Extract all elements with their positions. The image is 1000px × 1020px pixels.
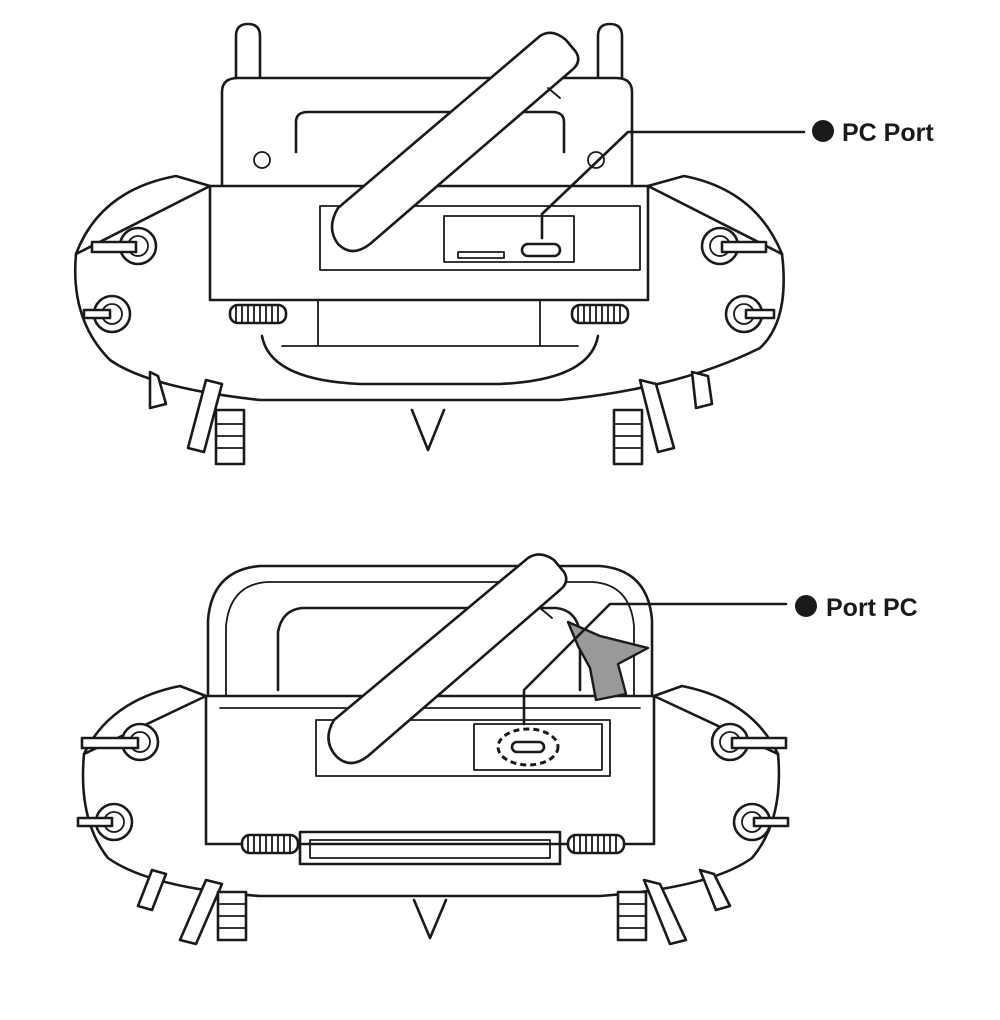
callout-leader [540, 130, 806, 240]
rotate-arrow-icon [566, 620, 650, 702]
callout-pc-port: PC Port [842, 119, 934, 147]
right-dial-icon [566, 833, 626, 855]
left-dial-icon [240, 833, 300, 855]
right-dial-icon [570, 303, 630, 325]
port-highlight [496, 727, 560, 767]
bullet-icon [812, 120, 834, 142]
screw-icon [253, 151, 271, 169]
port-panel [319, 205, 641, 271]
controller-top-view: PC Port [73, 22, 934, 466]
right-antenna [596, 22, 624, 82]
pc-port-connector [520, 242, 562, 258]
port-panel [315, 719, 611, 777]
controller-body [81, 694, 781, 898]
left-dial-icon [228, 303, 288, 325]
right-grip-icon [612, 408, 644, 466]
left-antenna [234, 22, 262, 82]
folded-antenna [330, 31, 580, 253]
port-cover [473, 723, 603, 771]
folded-antenna [327, 553, 568, 765]
callout-leader [522, 602, 788, 726]
controller-body [73, 184, 785, 402]
bullet-icon [795, 595, 817, 617]
callout-port-pc: Port PC [826, 594, 918, 622]
controller-bottom-view: Port PC [76, 553, 918, 946]
pc-port-connector [510, 740, 546, 754]
left-grip-icon [214, 408, 246, 466]
port-cover [443, 215, 575, 263]
screw-icon [587, 151, 605, 169]
